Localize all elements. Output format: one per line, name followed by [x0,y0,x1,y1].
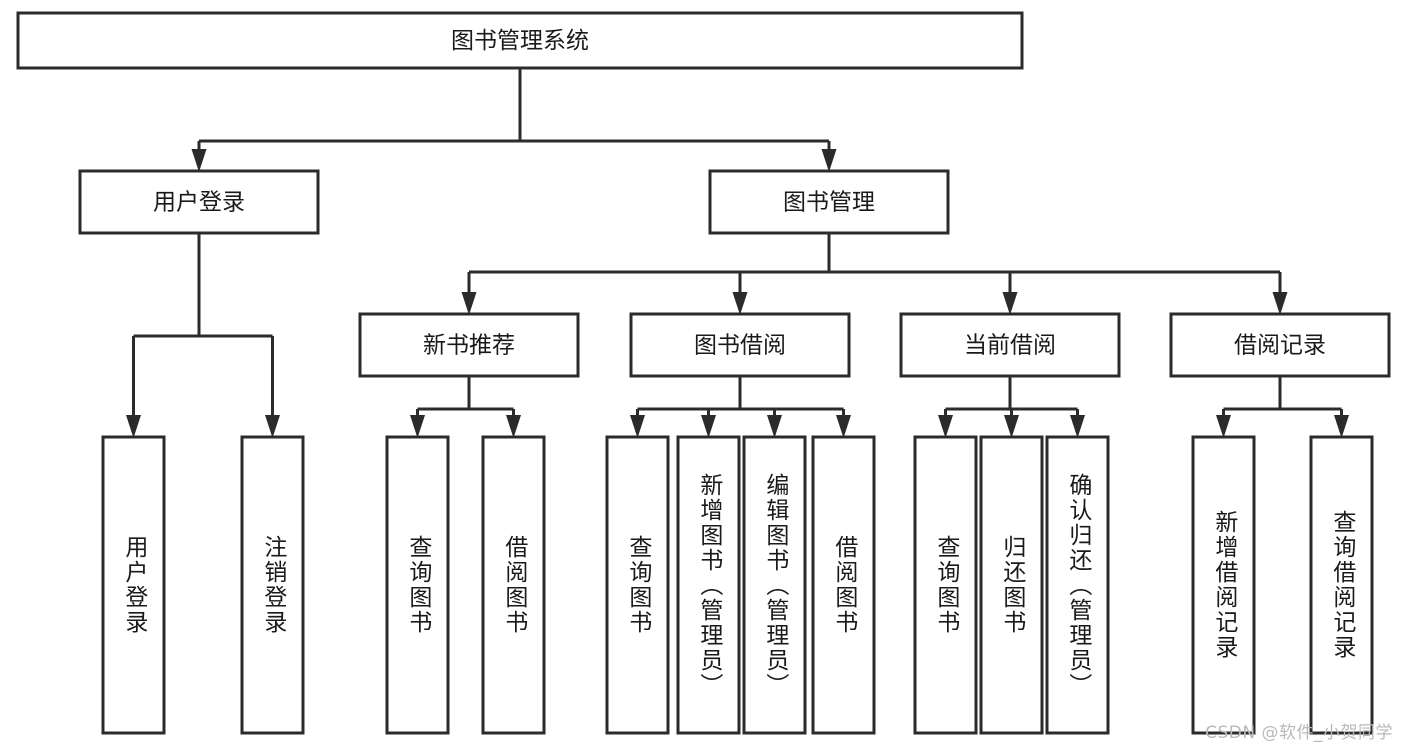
node-box-book-manage [708,169,950,235]
connector-group-root [191,68,837,172]
arrow-head-icon [836,415,851,438]
node-label-book-borrow: 图书借阅 [694,333,786,359]
csdn-watermark: CSDN @软件_小贺同学 [1205,723,1393,743]
node-box-leaf-borrow-book-rec [481,435,546,735]
node-box-leaf-borrow-book [811,435,876,735]
connector-layer [126,68,1349,438]
node-box-leaf-add-record [1191,435,1256,735]
arrow-head-icon [701,415,716,438]
node-label-borrow-record: 借阅记录 [1234,333,1326,359]
arrow-head-icon [938,415,953,438]
node-box-new-book-rec [358,312,580,378]
arrow-head-icon [265,415,280,438]
node-box-root [16,11,1024,70]
connector-group-borrow-record [1216,376,1349,438]
node-label-new-book-rec: 新书推荐 [423,333,515,359]
connector-group-book-manage [461,233,1288,315]
connector-group-current-borrow [938,376,1085,438]
connector-group-book-borrow [630,376,851,438]
node-box-leaf-logout [240,435,305,735]
node-box-leaf-query-book-rec [385,435,450,735]
connector-group-new-book-rec [410,376,521,438]
arrow-head-icon [1272,292,1288,315]
node-label-user-login: 用户登录 [153,190,245,216]
arrow-head-icon [1216,415,1231,438]
node-label-root: 图书管理系统 [451,28,589,54]
node-box-leaf-confirm-return [1045,435,1110,735]
node-box-borrow-record [1169,312,1391,378]
arrow-head-icon [1070,415,1085,438]
arrow-head-icon [191,149,207,172]
node-box-leaf-query-book-borrow [605,435,670,735]
arrow-head-icon [461,292,477,315]
arrow-head-icon [821,149,837,172]
node-label-current-borrow: 当前借阅 [964,333,1056,359]
arrow-head-icon [732,292,748,315]
arrow-head-icon [1002,292,1018,315]
node-box-leaf-query-record [1309,435,1374,735]
connector-group-user-login [126,233,280,438]
node-label-book-manage: 图书管理 [783,190,875,216]
node-box-book-borrow [629,312,851,378]
node-box-layer [16,11,1391,735]
node-box-user-login [78,169,320,235]
node-box-current-borrow [899,312,1121,378]
arrow-head-icon [1334,415,1349,438]
arrow-head-icon [506,415,521,438]
arrow-head-icon [630,415,645,438]
node-box-leaf-query-book-current [913,435,978,735]
arrow-head-icon [1004,415,1019,438]
node-box-leaf-add-book [676,435,741,735]
arrow-head-icon [126,415,141,438]
node-box-leaf-return-book [979,435,1044,735]
arrow-head-icon [767,415,782,438]
node-box-leaf-edit-book [742,435,807,735]
node-box-leaf-user-login [101,435,166,735]
arrow-head-icon [410,415,425,438]
